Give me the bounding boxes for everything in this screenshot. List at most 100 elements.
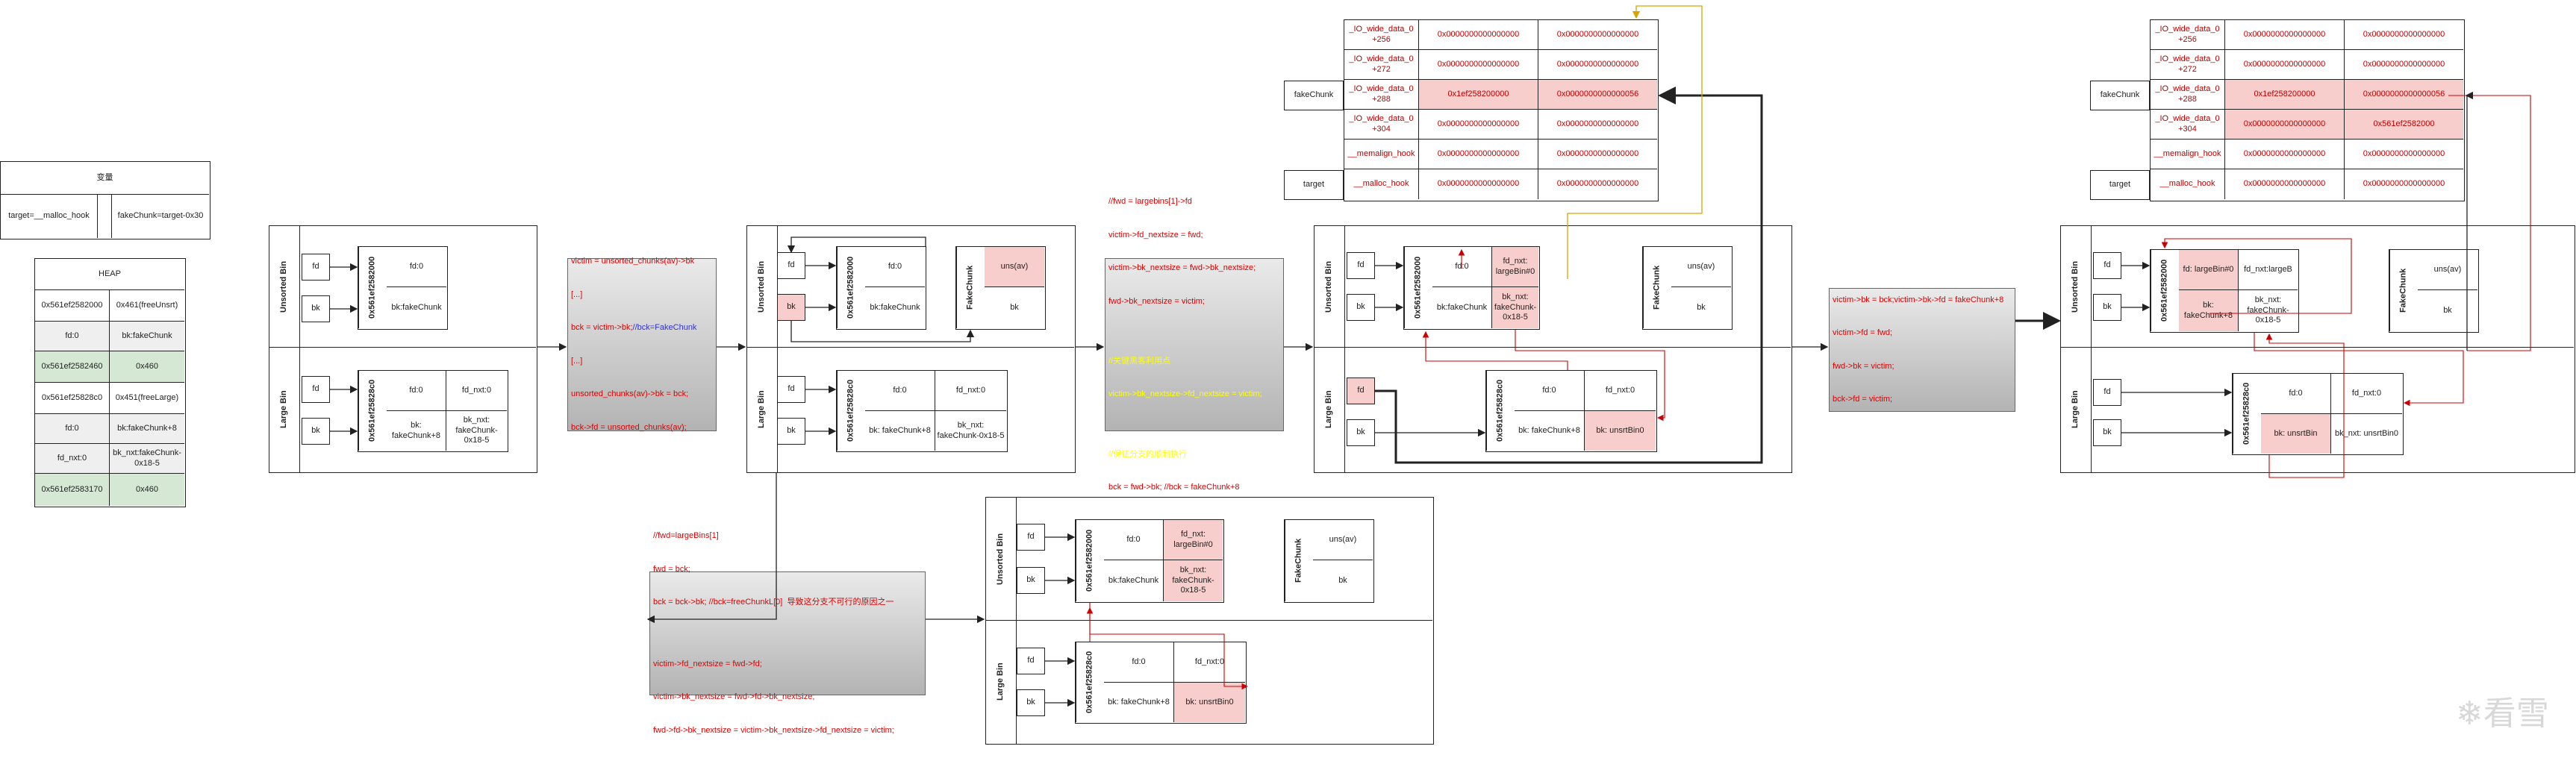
bk-field: bk: fakeChunk+8 — [1104, 683, 1174, 722]
fd-nxt-field: fd_nxt:0 — [446, 371, 507, 411]
unsorted-bin-label: Unsorted Bin — [996, 533, 1005, 585]
uns-av-field: uns(av) — [1313, 520, 1373, 560]
chunk-address: 0x561ef25828c0 — [837, 371, 865, 451]
mem-label-cell: _IO_wide_data_0 +272 — [1344, 50, 1419, 80]
uns-av-field: uns(av) — [1671, 247, 1731, 287]
code-line: victim->bk_nextsize = fwd->fd->bk_nextsi… — [653, 692, 815, 702]
target-label: target — [2090, 170, 2150, 200]
fd-field: fd:0 — [387, 371, 446, 411]
mem-label-cell: _IO_wide_data_0 +288 — [2151, 80, 2225, 110]
bk-field: bk — [1697, 302, 1706, 312]
bk-field: bk — [2443, 305, 2452, 315]
heap-table: HEAP 0x561ef2582000 0x461(freeUnsrt) fd:… — [34, 258, 186, 507]
bk-field: bk: unsrtBin — [2261, 414, 2331, 454]
fd-field: fd:0 — [2261, 374, 2331, 414]
mem-value-cell: 0x0000000000000000 — [1538, 20, 1657, 50]
heap-title: HEAP — [35, 259, 184, 290]
bk-cell: bk — [1347, 419, 1375, 446]
chunk-box: 0x561ef2582000 fd:0 bk:fakeChunk — [836, 246, 926, 330]
fakechunk-label: fakeChunk — [1284, 81, 1344, 110]
uns-av-field: uns(av) — [985, 247, 1044, 287]
code-box-1: victim = unsorted_chunks(av)->bk [...] b… — [567, 257, 717, 432]
code-line: //fwd = largebins[1]->fd — [1108, 197, 1192, 207]
var-fakechunk: fakeChunk=target-0x30 — [111, 195, 209, 238]
bk-cell: bk — [1017, 689, 1045, 716]
fd-field: fd:0 — [865, 247, 925, 287]
mem-value-cell: 0x0000000000000000 — [2345, 20, 2463, 50]
mem-value-cell: 0x0000000000000000 — [1538, 140, 1657, 169]
code-line: fwd->bk_nextsize = victim; — [1108, 296, 1205, 306]
unsorted-bin-label: Unsorted Bin — [1324, 260, 1334, 313]
mem-value-cell: 0x0000000000000000 — [1419, 20, 1538, 50]
mem-value-cell: 0x0000000000000000 — [2225, 169, 2345, 199]
code-line: [...] — [571, 289, 583, 299]
bk-field: bk: fakeChunk+8 — [865, 411, 935, 451]
chunk-box: 0x561ef25828c0 fd:0 bk: fakeChunk+8 fd_n… — [358, 370, 508, 452]
unsorted-bin-label: Unsorted Bin — [279, 260, 289, 313]
fakechunk-box: FakeChunk uns(av) bk — [1284, 519, 1374, 603]
fd-cell: fd — [777, 376, 805, 403]
code-line: victim->bk_nextsize->fd_nextsize = victi… — [1108, 389, 1262, 399]
fd-field: fd: largeBin#0 — [2179, 250, 2239, 290]
bk-nxt-field: bk_nxt: fakeChunk-0x18-5 — [2247, 295, 2289, 325]
code-line: bck = bck->bk; //bck=freeChunkL[0] 导致这分支… — [653, 598, 894, 607]
fd-cell: fd — [1017, 524, 1045, 551]
heap-cell: bk_nxt:fakeChunk-0x18-5 — [110, 444, 184, 474]
bk-field: bk: fakeChunk+8 — [2179, 290, 2239, 331]
mem-label-cell: _IO_wide_data_0 +288 — [1344, 80, 1419, 110]
mem-label-cell: __memalign_hook — [2151, 140, 2225, 169]
vars-title: 变量 — [1, 162, 209, 195]
unsorted-bin-label: Unsorted Bin — [757, 260, 767, 313]
bk-nxt-field: bk_nxt: fakeChunk-0x18-5 — [1164, 560, 1223, 601]
bk-nxt-field: bk: unsrtBin0 — [1174, 683, 1245, 722]
code-line: bck->fd = victim; — [1833, 395, 1893, 404]
code-line: bck->fd = unsorted_chunks(av); — [571, 422, 687, 432]
code-box-3: //fwd=largeBins[1] fwd = bck; bck = bck-… — [649, 531, 926, 735]
fd-nxt-field: fd_nxt:largeB — [2239, 250, 2298, 290]
code-line: victim->bk_nextsize = fwd->bk_nextsize; — [1108, 263, 1256, 273]
mem-value-cell: 0x0000000000000000 — [1556, 179, 1639, 189]
code-box-2: //fwd = largebins[1]->fd victim->fd_next… — [1105, 197, 1284, 492]
heap-cell: 0x451(freeLarge) — [110, 383, 184, 414]
fd-cell: fd — [777, 252, 805, 279]
bk-cell: bk — [2093, 294, 2121, 321]
code-line: victim->fd = fwd; — [1833, 328, 1893, 338]
bk-field: bk: fakeChunk+8 — [1515, 411, 1585, 451]
code-box-4: victim->bk = bck;victim->bk->fd = fakeCh… — [1829, 288, 2015, 412]
heap-cell: 0x561ef2583170 — [35, 474, 110, 506]
mem-label-cell: _IO_wide_data_0 +304 — [1344, 110, 1419, 140]
watermark: ❄看雪 — [2456, 686, 2549, 734]
fd-cell: fd — [302, 254, 330, 281]
var-target: target=__malloc_hook — [1, 195, 98, 238]
bk-field: bk: fakeChunk+8 — [387, 411, 446, 451]
bk-cell: bk — [777, 418, 805, 445]
fd-cell: fd — [2093, 379, 2121, 406]
target-label: target — [1284, 170, 1344, 200]
large-bin-label: Large Bin — [757, 390, 767, 429]
fakechunk-title: FakeChunk — [1643, 247, 1671, 328]
fd-nxt-field: fd_nxt: largeBin#0 — [1164, 520, 1223, 560]
bk-field: bk:fakeChunk — [391, 302, 442, 312]
bk-cell: bk — [302, 418, 330, 445]
uns-av-field: uns(av) — [2418, 250, 2477, 290]
fakechunk-box: FakeChunk uns(av) bk — [1642, 246, 1733, 330]
vars-table: 变量 target=__malloc_hook fakeChunk=target… — [0, 161, 210, 239]
code-line: //fwd=largeBins[1] — [653, 531, 719, 541]
mem-value-cell: 0x0000000000000000 — [1419, 110, 1538, 140]
chunk-address: 0x561ef25828c0 — [1076, 642, 1104, 722]
fd-nxt-field: fd_nxt:0 — [1174, 642, 1245, 683]
mem-label-cell: __malloc_hook — [1344, 169, 1419, 199]
fd-cell: fd — [1347, 378, 1375, 404]
bk-cell: bk — [2093, 419, 2121, 446]
chunk-address: 0x561ef25828c0 — [358, 371, 387, 451]
heap-cell: 0x460 — [110, 351, 184, 383]
fd-nxt-field: fd_nxt: largeBin#0 — [1492, 247, 1538, 287]
chunk-box: 0x561ef25828c0 fd:0 bk: unsrtBin fd_nxt:… — [2232, 373, 2404, 455]
code-line: fwd->bk = victim; — [1833, 361, 1894, 371]
code-line: fwd = bck; — [653, 564, 690, 574]
code-line: bck = victim->bk; — [571, 323, 633, 333]
heap-cell: fd:0 — [35, 414, 110, 444]
mem-value-cell: 0x0000000000000000 — [2345, 50, 2463, 80]
chunk-address: 0x561ef25828c0 — [1486, 371, 1515, 451]
